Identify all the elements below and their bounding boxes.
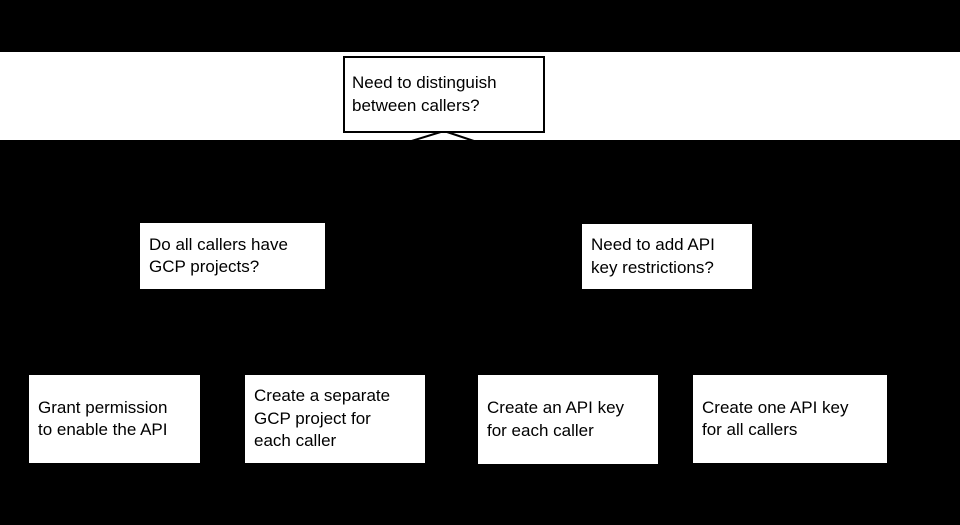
node-label: Create an API key for each caller	[487, 398, 625, 440]
node-label: Need to add API key restrictions?	[591, 235, 715, 277]
node-need-to-distinguish: Need to distinguish between callers?	[343, 56, 545, 133]
node-label: Create a separate GCP project for each c…	[254, 386, 391, 451]
connector-root-to-left-question	[144, 130, 445, 224]
node-do-all-callers-have-gcp-projects: Do all callers have GCP projects?	[140, 223, 325, 289]
node-create-one-api-key-all-callers: Create one API key for all callers	[693, 375, 887, 463]
connector-root-to-right-question	[443, 130, 721, 224]
node-label: Create one API key for all callers	[702, 397, 849, 439]
node-create-separate-gcp-project: Create a separate GCP project for each c…	[245, 375, 425, 463]
node-label: Need to distinguish between callers?	[352, 73, 497, 115]
node-need-to-add-api-key-restrictions: Need to add API key restrictions?	[582, 224, 752, 289]
node-label: Grant permission to enable the API	[38, 397, 168, 439]
node-grant-permission: Grant permission to enable the API	[29, 375, 200, 463]
node-label: Do all callers have GCP projects?	[149, 234, 288, 276]
node-create-api-key-each-caller: Create an API key for each caller	[478, 375, 658, 464]
